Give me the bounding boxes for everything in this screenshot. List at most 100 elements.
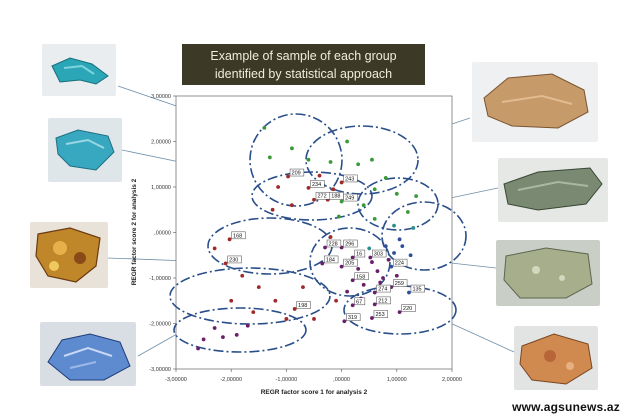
data-point bbox=[342, 319, 347, 324]
point-label-box bbox=[343, 258, 358, 267]
data-point bbox=[339, 264, 344, 269]
data-point bbox=[375, 269, 380, 274]
point-label: 274 bbox=[378, 287, 387, 293]
data-point bbox=[345, 289, 350, 294]
data-point bbox=[290, 203, 294, 208]
data-point bbox=[370, 157, 374, 162]
data-point bbox=[262, 125, 267, 130]
point-label: 205 bbox=[345, 261, 354, 267]
data-point bbox=[400, 244, 405, 249]
point-label-box bbox=[373, 310, 389, 318]
point-label-box bbox=[372, 249, 387, 258]
point-label-box bbox=[310, 180, 325, 188]
data-point bbox=[372, 216, 377, 221]
y-axis-label: REGR factor score 2 for analysis 2 bbox=[131, 178, 138, 285]
data-points bbox=[196, 125, 419, 351]
point-label-box bbox=[393, 279, 408, 287]
x-tick-label: 1,00000 bbox=[387, 377, 407, 383]
point-label: 230 bbox=[229, 257, 238, 263]
data-point bbox=[234, 332, 239, 337]
data-point bbox=[394, 273, 399, 278]
point-label-box bbox=[346, 313, 361, 321]
point-label-box bbox=[343, 174, 358, 183]
point-label-box bbox=[401, 304, 416, 312]
data-point bbox=[306, 157, 311, 162]
cluster-ellipse-1 bbox=[249, 113, 343, 207]
x-tick-label: 2,00000 bbox=[442, 377, 462, 383]
data-point bbox=[256, 285, 261, 289]
data-point bbox=[414, 194, 419, 199]
data-point bbox=[350, 303, 355, 308]
data-point bbox=[397, 310, 402, 315]
point-label-box bbox=[376, 296, 391, 305]
point-label: 209 bbox=[292, 171, 301, 177]
x-tick-label: ,00000 bbox=[333, 377, 350, 383]
point-label-box bbox=[410, 284, 425, 293]
y-tick-label: 3,00000 bbox=[151, 94, 171, 100]
data-point bbox=[320, 261, 325, 266]
plot-area bbox=[175, 95, 453, 370]
y-tick-label: 1,00000 bbox=[151, 185, 171, 191]
data-point bbox=[383, 176, 388, 180]
data-point bbox=[339, 180, 344, 185]
data-point bbox=[407, 290, 411, 295]
data-point bbox=[350, 278, 355, 283]
data-point bbox=[389, 264, 394, 269]
point-label: 224 bbox=[395, 261, 404, 267]
data-point bbox=[381, 276, 385, 280]
point-label: 303 bbox=[374, 252, 383, 258]
point-label: 272 bbox=[318, 194, 327, 200]
watermark: www.agsunews.az bbox=[512, 400, 620, 414]
shard-orange-icon bbox=[519, 333, 593, 385]
x-tick-label: -3,00000 bbox=[165, 377, 187, 383]
cluster-ellipses bbox=[169, 113, 467, 353]
data-point bbox=[331, 187, 336, 192]
data-point bbox=[334, 298, 338, 303]
data-point bbox=[245, 323, 250, 328]
point-label-box bbox=[296, 301, 311, 309]
data-point bbox=[339, 199, 344, 204]
point-label: 243 bbox=[345, 176, 354, 182]
data-point bbox=[286, 174, 290, 179]
point-label: 158 bbox=[356, 274, 365, 280]
point-label: 296 bbox=[345, 242, 354, 248]
y-tick-label: -3,00000 bbox=[149, 367, 171, 373]
point-label-box bbox=[289, 168, 305, 177]
data-point bbox=[229, 298, 234, 303]
photo-tan-pottery-shard bbox=[472, 62, 598, 142]
point-label-box bbox=[354, 272, 369, 281]
data-point bbox=[212, 246, 217, 251]
cluster-ellipse-10 bbox=[173, 307, 307, 353]
data-point bbox=[372, 290, 377, 295]
y-tick-label: -2,00000 bbox=[149, 322, 171, 328]
data-point bbox=[267, 155, 272, 160]
data-point bbox=[361, 203, 366, 208]
title-line-2: identified by statistical approach bbox=[214, 67, 393, 81]
cluster-ellipse-9 bbox=[343, 285, 457, 335]
cluster-ellipse-7 bbox=[381, 201, 467, 271]
data-point bbox=[408, 253, 413, 258]
point-label: 249 bbox=[345, 196, 354, 202]
point-label: 228 bbox=[329, 242, 338, 248]
photo-turquoise-glazed-shard-small bbox=[42, 44, 116, 96]
data-point bbox=[196, 346, 200, 351]
point-label-box bbox=[324, 255, 339, 264]
data-point bbox=[306, 186, 311, 190]
data-point bbox=[372, 302, 377, 307]
point-label-box bbox=[376, 284, 391, 293]
data-point bbox=[370, 316, 374, 320]
data-point bbox=[223, 261, 228, 266]
data-point bbox=[328, 235, 333, 239]
data-point bbox=[240, 273, 245, 278]
cluster-ellipse-3 bbox=[251, 171, 373, 221]
shard-green-grey-icon bbox=[503, 167, 603, 211]
data-point bbox=[336, 214, 341, 219]
title-line-1: Example of sample of each group bbox=[210, 49, 397, 63]
shard-amber-icon bbox=[35, 227, 101, 283]
data-point bbox=[368, 255, 373, 260]
point-label-box bbox=[354, 297, 366, 306]
data-point bbox=[317, 173, 322, 178]
